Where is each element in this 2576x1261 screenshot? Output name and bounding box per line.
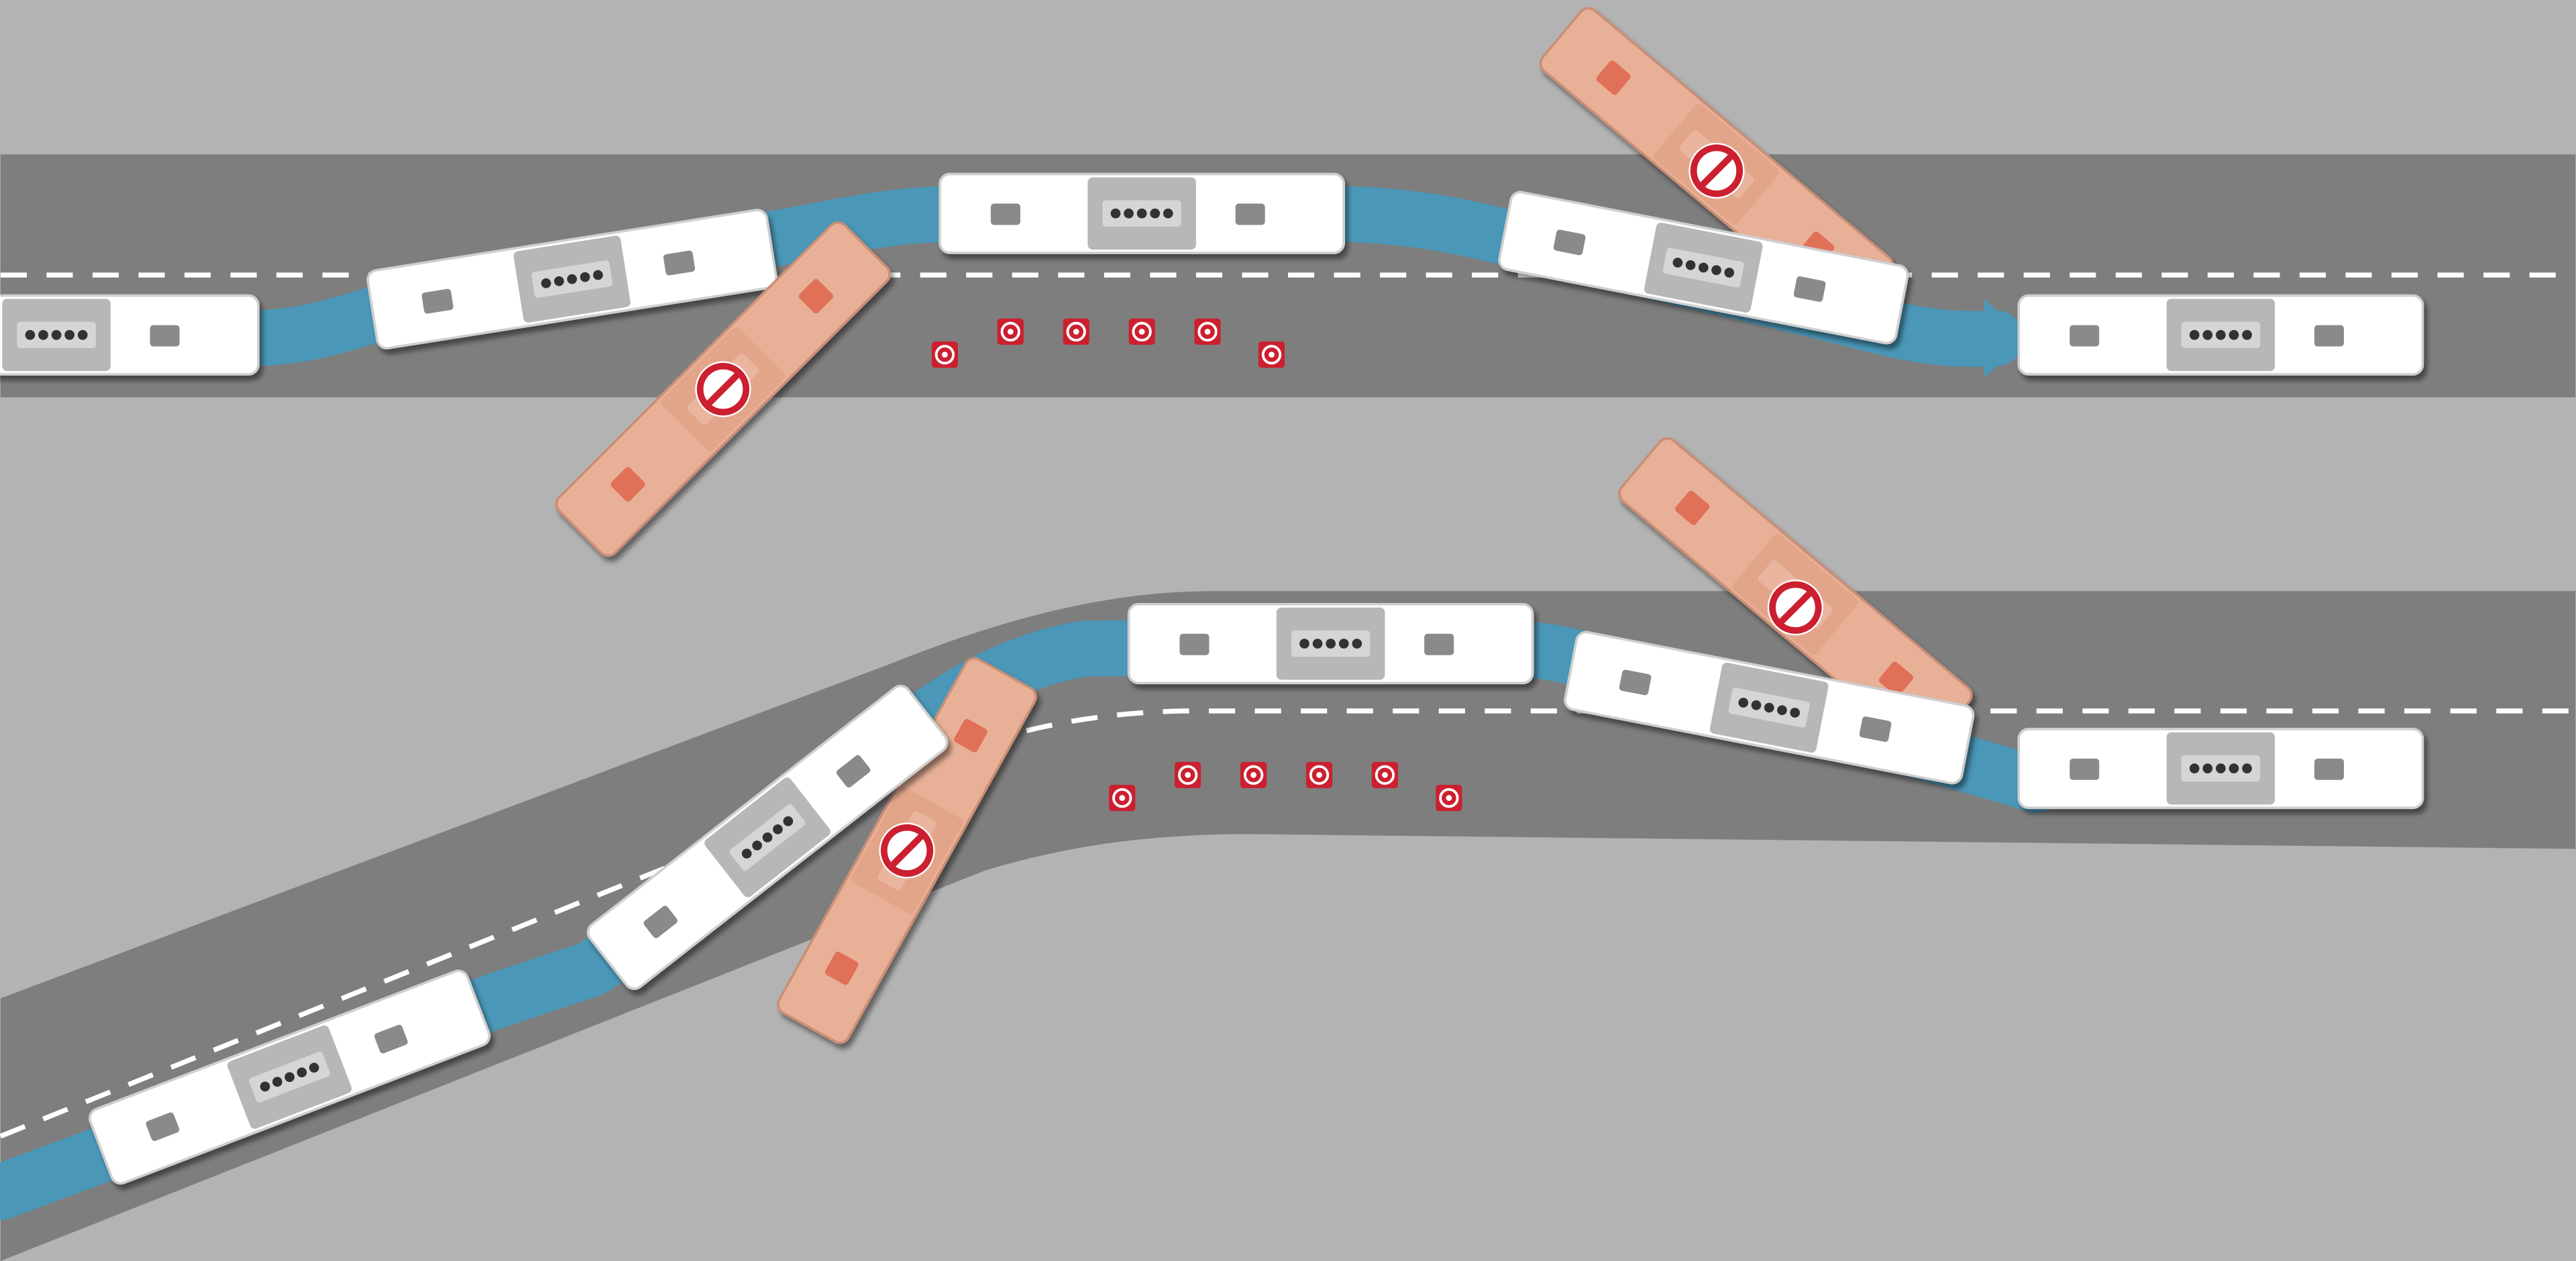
traffic-cone-icon <box>1434 783 1464 813</box>
traffic-cone-icon <box>1370 760 1399 789</box>
traffic-cone-icon <box>1193 317 1222 347</box>
traffic-cone-icon <box>1173 760 1203 789</box>
no-entry-sign-icon <box>1768 580 1823 635</box>
scenario-curved-road <box>0 433 2576 1261</box>
traffic-cone-icon <box>1108 783 1137 813</box>
bus-icon <box>2017 728 2424 810</box>
traffic-cone-icon <box>996 317 1025 347</box>
bus-icon <box>938 172 1346 254</box>
bus-icon <box>0 294 260 376</box>
path-arrow-icon <box>1984 298 2027 378</box>
traffic-cone-icon <box>1127 317 1157 347</box>
traffic-cone-icon <box>1061 317 1091 347</box>
no-entry-sign-icon <box>879 822 934 878</box>
curved-road <box>0 591 2576 1261</box>
traffic-cone-icon <box>1256 340 1287 370</box>
scenario-straight-road <box>0 3 2576 561</box>
bus-icon <box>1127 602 1534 685</box>
traffic-cone-icon <box>1239 760 1269 789</box>
traffic-cone-icon <box>1304 760 1334 789</box>
no-entry-sign-icon <box>695 362 751 417</box>
no-entry-sign-icon <box>1688 143 1744 199</box>
bus-icon <box>2017 294 2424 376</box>
traffic-cone-icon <box>930 340 959 370</box>
